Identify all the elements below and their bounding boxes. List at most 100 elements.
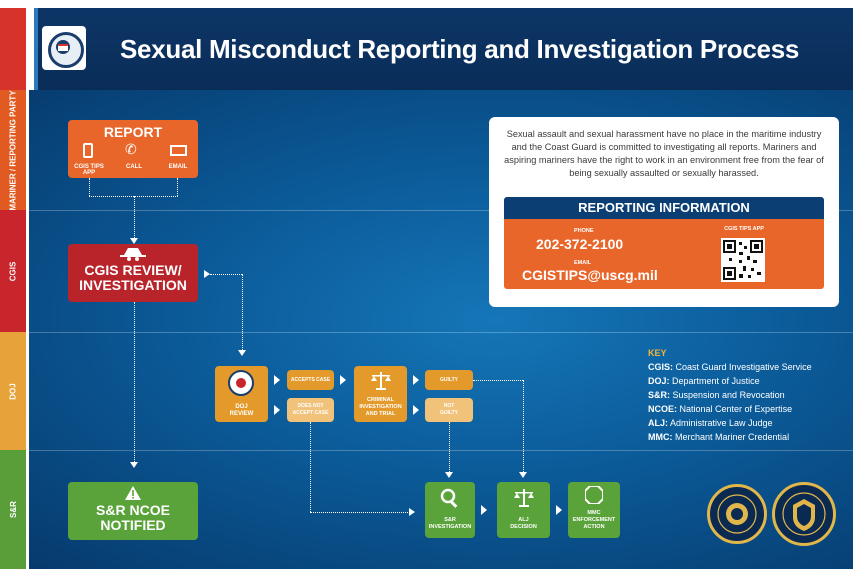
lane-label-cgis: CGIS <box>8 261 18 281</box>
chevron-icon <box>481 505 487 515</box>
chevron-icon <box>274 375 280 385</box>
doj-review-line1: DOJ <box>235 404 248 410</box>
header-bar <box>0 8 853 90</box>
lane-separator <box>26 450 853 451</box>
lane-separator <box>26 210 853 211</box>
sr-ncoe-title: S&R NCOE NOTIFIED <box>68 503 198 533</box>
lane-label-sr: S&R <box>8 501 18 518</box>
key-title: KEY <box>648 348 667 358</box>
info-statement: Sexual assault and sexual harassment hav… <box>504 129 824 178</box>
page-title: Sexual Misconduct Reporting and Investig… <box>120 34 800 64</box>
guilty-box <box>425 370 473 390</box>
doj-seal-icon <box>228 370 254 396</box>
arrow-right <box>204 270 210 278</box>
header-blue-stripe <box>34 8 38 90</box>
alj-line2: DECISION <box>510 524 537 530</box>
key-abbr: DOJ: <box>648 376 670 386</box>
chevron-icon <box>340 375 346 385</box>
chevron-icon <box>413 375 419 385</box>
criminal-investigation-label: CRIMINAL INVESTIGATION AND TRIAL <box>354 397 407 418</box>
key-legend: KEY CGIS: Coast Guard Investigative Serv… <box>648 346 812 444</box>
alj-line1: ALJ <box>518 517 529 523</box>
cgis-review-title: CGIS REVIEW/ INVESTIGATION <box>68 263 198 293</box>
sr-investigation-line2: INVESTIGATION <box>428 524 472 530</box>
national-center-expertise-seal <box>707 484 767 544</box>
stop-icon <box>584 485 604 505</box>
report-call-label: CALL <box>126 164 142 170</box>
sr-investigation-line1: S&R <box>444 517 456 523</box>
mmc-enforcement-label: MMC ENFORCEMENT ACTION <box>568 510 620 531</box>
warning-icon <box>125 486 141 500</box>
key-item: ALJ: Administrative Law Judge <box>648 416 812 430</box>
phone-number[interactable]: 202-372-2100 <box>536 236 624 252</box>
sr-ncoe-line2: NOTIFIED <box>100 517 166 533</box>
key-item: S&R: Suspension and Revocation <box>648 388 812 402</box>
key-abbr: CGIS: <box>648 362 674 372</box>
lane-divider-white <box>26 90 29 569</box>
key-abbr: NCOE: <box>648 404 677 414</box>
does-not-accept-label: DOES NOT ACCEPT CASE <box>287 403 334 417</box>
key-item: MMC: Merchant Mariner Credential <box>648 430 812 444</box>
lane-tab-cgis: CGIS <box>0 210 26 332</box>
connector <box>89 196 134 197</box>
connector <box>523 380 524 474</box>
report-title: REPORT <box>103 124 163 140</box>
header-white-stripe <box>26 8 34 90</box>
phone-app-icon <box>83 143 93 158</box>
key-text: National Center of Expertise <box>679 404 793 414</box>
criminal-line2: INVESTIGATION <box>359 404 402 410</box>
key-abbr: MMC: <box>648 432 673 442</box>
arrow-down <box>130 462 138 468</box>
mmc-line1: MMC <box>587 510 601 516</box>
criminal-line3: AND TRIAL <box>365 411 396 417</box>
lane-label-mariner: MARINER / REPORTING PARTY <box>8 89 18 211</box>
magnifier-icon <box>440 488 460 508</box>
lane-label-doj: DOJ <box>8 382 18 400</box>
accepts-case-label: ACCEPTS CASE <box>290 377 331 383</box>
cgis-seal <box>772 482 836 546</box>
key-text: Merchant Mariner Credential <box>675 432 790 442</box>
lane-tab-sr: S&R <box>0 450 26 569</box>
not-guilty-line2: GUILTY <box>440 410 458 416</box>
connector <box>310 512 410 513</box>
chevron-icon <box>274 405 280 415</box>
sr-ncoe-line1: S&R NCOE <box>96 502 170 518</box>
connector <box>134 302 135 464</box>
mmc-line2: ENFORCEMENT <box>572 517 616 523</box>
connector <box>89 178 90 196</box>
does-not-accept-line1: DOES NOT <box>297 403 324 409</box>
key-abbr: S&R: <box>648 390 670 400</box>
arrow-down <box>445 472 453 478</box>
top-margin <box>0 0 853 8</box>
connector <box>449 422 450 474</box>
sr-investigation-label: S&R INVESTIGATION <box>425 517 475 531</box>
accepts-case-box <box>287 370 334 390</box>
reporting-information-body <box>504 219 824 289</box>
arrow-down <box>130 238 138 244</box>
cgis-review-line2: INVESTIGATION <box>79 277 187 293</box>
connector <box>310 422 311 512</box>
doj-review-line2: REVIEW <box>229 411 254 417</box>
does-not-accept-line2: ACCEPT CASE <box>292 410 329 416</box>
email-label: EMAIL <box>574 260 592 266</box>
email-address[interactable]: CGISTIPS@uscg.mil <box>522 267 658 283</box>
connector <box>134 196 178 197</box>
key-abbr: ALJ: <box>648 418 668 428</box>
not-guilty-line1: NOT <box>443 403 455 409</box>
key-item: NCOE: National Center of Expertise <box>648 402 812 416</box>
phone-label: PHONE <box>574 228 594 234</box>
connector <box>210 274 242 275</box>
connector <box>177 178 178 196</box>
connector <box>242 274 243 352</box>
key-text: Administrative Law Judge <box>670 418 773 428</box>
qr-code-icon[interactable] <box>721 238 765 282</box>
not-guilty-box <box>425 398 473 422</box>
report-email-label: EMAIL <box>168 164 188 170</box>
phone-icon: ✆ <box>125 141 137 157</box>
does-not-accept-box <box>287 398 334 422</box>
lane-tab-doj: DOJ <box>0 332 26 450</box>
report-tips-app-label: CGIS TIPS APP <box>74 164 104 176</box>
lane-tab-mariner: MARINER / REPORTING PARTY <box>0 90 26 210</box>
scales-icon <box>513 488 535 508</box>
